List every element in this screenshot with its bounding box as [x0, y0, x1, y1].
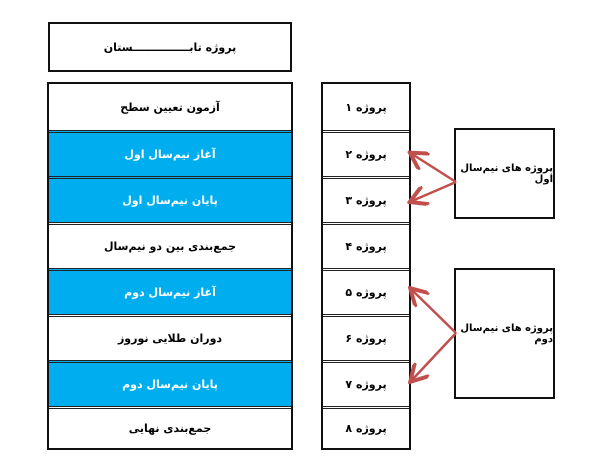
stages-column: آزمون تعیین سطح آغاز نیم‌سال اول پایان نیم… — [47, 82, 293, 450]
stage-label: دوران طلایی نوروز — [117, 332, 223, 345]
second-semester-label: پروژه های نیم‌سال دوم — [460, 322, 553, 345]
project-row: پروژه ۷ — [323, 360, 409, 406]
stage-row: جمع‌بندی بین دو نیم‌سال — [49, 222, 291, 268]
stage-label: جمع‌بندی بین دو نیم‌سال — [103, 240, 237, 253]
stage-label: جمع‌بندی نهایی — [128, 422, 212, 435]
project-row: پروژه ۳ — [323, 176, 409, 222]
project-label: پروژه ۳ — [345, 194, 387, 207]
title-box: پروژه تابـــــــــــــــستان — [48, 22, 292, 72]
project-label: پروژه ۵ — [345, 286, 387, 299]
stage-row: آزمون تعیین سطح — [49, 84, 291, 130]
project-row: پروژه ۶ — [323, 314, 409, 360]
stage-label: پایان نیم‌سال دوم — [122, 378, 218, 391]
title: پروژه تابـــــــــــــــستان — [103, 40, 237, 54]
project-row: پروژه ۲ — [323, 130, 409, 176]
projects-column: پروژه ۱ پروژه ۲ پروژه ۳ پروژه ۴ پروژه ۵ پروژه… — [321, 82, 411, 450]
first-semester-group: پروژه های نیم‌سال اول — [454, 128, 555, 219]
arrow-to-project-5 — [412, 290, 457, 334]
stage-row: آغاز نیم‌سال اول — [49, 130, 291, 176]
arrow-to-project-3 — [412, 180, 457, 201]
project-row: پروژه ۸ — [323, 406, 409, 448]
stage-label: پایان نیم‌سال اول — [122, 194, 218, 207]
stage-row: آغاز نیم‌سال دوم — [49, 268, 291, 314]
project-row: پروژه ۱ — [323, 84, 409, 130]
stage-row: پایان نیم‌سال اول — [49, 176, 291, 222]
project-label: پروژه ۲ — [345, 148, 387, 161]
arrow-to-project-7 — [412, 332, 457, 380]
project-label: پروژه ۶ — [345, 332, 387, 345]
stage-label: آغاز نیم‌سال دوم — [124, 286, 216, 299]
stage-label: آزمون تعیین سطح — [120, 100, 220, 114]
project-row: پروژه ۵ — [323, 268, 409, 314]
project-row: پروژه ۴ — [323, 222, 409, 268]
stage-row: پایان نیم‌سال دوم — [49, 360, 291, 406]
project-label: پروژه ۷ — [345, 378, 387, 391]
arrow-to-project-2 — [412, 154, 457, 184]
project-label: پروژه ۸ — [345, 422, 387, 435]
project-label: پروژه ۴ — [345, 240, 387, 253]
project-label: پروژه ۱ — [345, 100, 387, 114]
stage-row: دوران طلایی نوروز — [49, 314, 291, 360]
stage-row: جمع‌بندی نهایی — [49, 406, 291, 448]
stage-label: آغاز نیم‌سال اول — [124, 148, 216, 161]
first-semester-label: پروژه های نیم‌سال اول — [460, 162, 553, 185]
